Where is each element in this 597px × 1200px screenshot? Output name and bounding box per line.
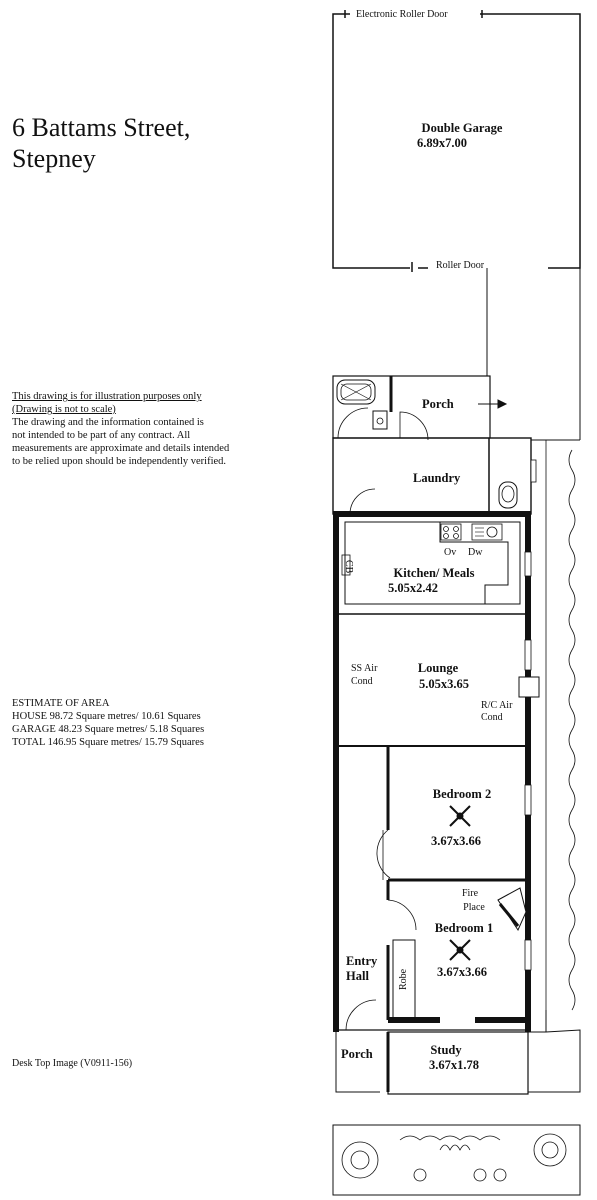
bedroom-1-dims: 3.67x3.66 [437,965,487,979]
dishwasher-label: Dw [468,547,483,558]
estimate-house: HOUSE 98.72 Square metres/ 10.61 Squares [12,711,201,722]
ceiling-fan-icon [449,805,471,827]
property-address: 6 Battams Street, Stepney [12,112,190,174]
disclaimer-line-2: (Drawing is not to scale) [12,404,116,415]
entry-hall-name-2: Hall [346,969,369,983]
ss-air-label-2: Cond [351,676,373,687]
laundry-name: Laundry [413,471,461,485]
study-dims: 3.67x1.78 [429,1058,479,1072]
oven-label: Ov [444,547,456,558]
rc-air-label-2: Cond [481,712,503,723]
kitchen-dims: 5.05x2.42 [388,581,438,595]
estimate-garage: GARAGE 48.23 Square metres/ 5.18 Squares [12,724,205,735]
entry-door-swing [345,999,377,1031]
fireplace-label-1: Fire [462,888,479,899]
study-name: Study [430,1043,462,1057]
front-porch-outline [335,1010,581,1095]
front-garden [332,1124,581,1196]
bedroom-1-name: Bedroom 1 [435,921,493,935]
arrow-right-icon [478,399,508,409]
address-line-1: 6 Battams Street, [12,113,191,142]
image-credit: Desk Top Image (V0911-156) [12,1058,133,1069]
rear-porch-name: Porch [422,397,454,411]
disclaimer-line-1: This drawing is for illustration purpose… [12,391,202,402]
address-line-2: Stepney [12,144,96,173]
garage-name: Double Garage [422,121,503,135]
rc-air-label-1: R/C Air [481,700,513,711]
cupboard-label: CB [343,560,354,574]
area-estimate: ESTIMATE OF AREA HOUSE 98.72 Square metr… [12,697,204,749]
bedroom-1-walls [386,880,528,1023]
lounge-dims: 5.05x3.65 [419,677,469,691]
bedroom-2-name: Bedroom 2 [433,787,491,801]
bedroom-2-dims: 3.67x3.66 [431,834,481,848]
front-porch-name: Porch [341,1047,373,1061]
fireplace-label-2: Place [463,902,485,913]
electronic-roller-door-label: Electronic Roller Door [356,9,448,20]
lounge-name: Lounge [418,661,459,675]
disclaimer-line-4: not intended to be part of any contract.… [12,430,191,441]
ceiling-fan-icon [449,939,471,961]
rc-air-unit [518,676,540,698]
garage-dims: 6.89x7.00 [417,136,467,150]
windows [524,459,537,971]
kitchen-fittings [341,521,521,605]
estimate-total: TOTAL 146.95 Square metres/ 15.79 Square… [12,737,204,748]
entry-hall-name-1: Entry [346,954,378,968]
side-garden-strip [545,440,576,1011]
bedroom-2-walls [336,745,528,882]
disclaimer-line-3: The drawing and the information containe… [12,417,204,428]
disclaimer-line-6: to be relied upon should be independentl… [12,456,227,467]
rear-porch-outline [332,375,491,441]
ss-air-label-1: SS Air [351,663,378,674]
roller-door-label: Roller Door [436,260,485,271]
kitchen-name: Kitchen/ Meals [394,566,475,580]
garage-outline [332,10,581,272]
disclaimer: This drawing is for illustration purpose… [12,390,292,468]
robe-label: Robe [398,968,409,990]
estimate-heading: ESTIMATE OF AREA [12,698,110,709]
disclaimer-line-5: measurements are approximate and details… [12,443,230,454]
